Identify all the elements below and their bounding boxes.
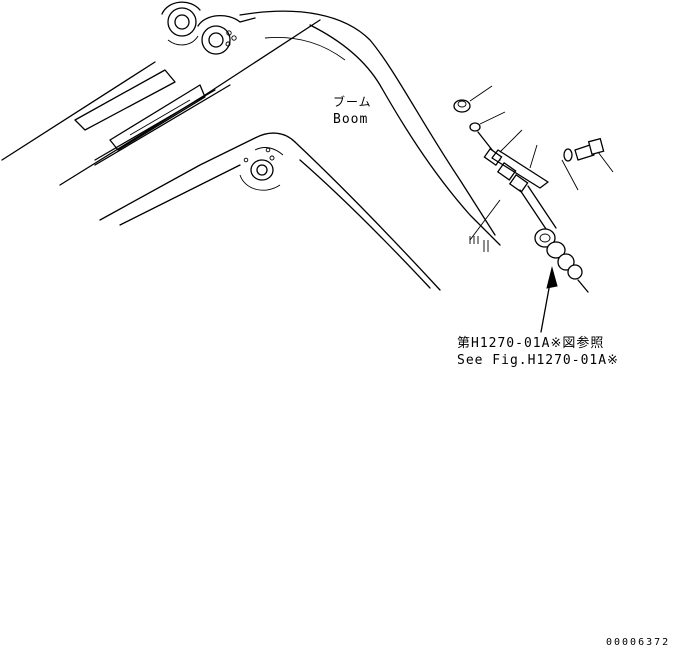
boom-label-en: Boom [333,112,369,127]
drawing-code: 00006372 [606,637,671,648]
arrow-up-icon [540,266,558,333]
figure-reference-en: See Fig.H1270-01A※ [457,353,619,368]
boom-label-jp: ブーム [333,95,372,109]
leader-lines [469,85,614,191]
boom-foot-bosses [161,1,281,191]
boom-body [1,10,501,291]
boss-mark [469,236,489,252]
figure-reference-jp: 第H1270-01A※図参照 [457,336,605,351]
hose-bracket-assembly [453,99,605,293]
